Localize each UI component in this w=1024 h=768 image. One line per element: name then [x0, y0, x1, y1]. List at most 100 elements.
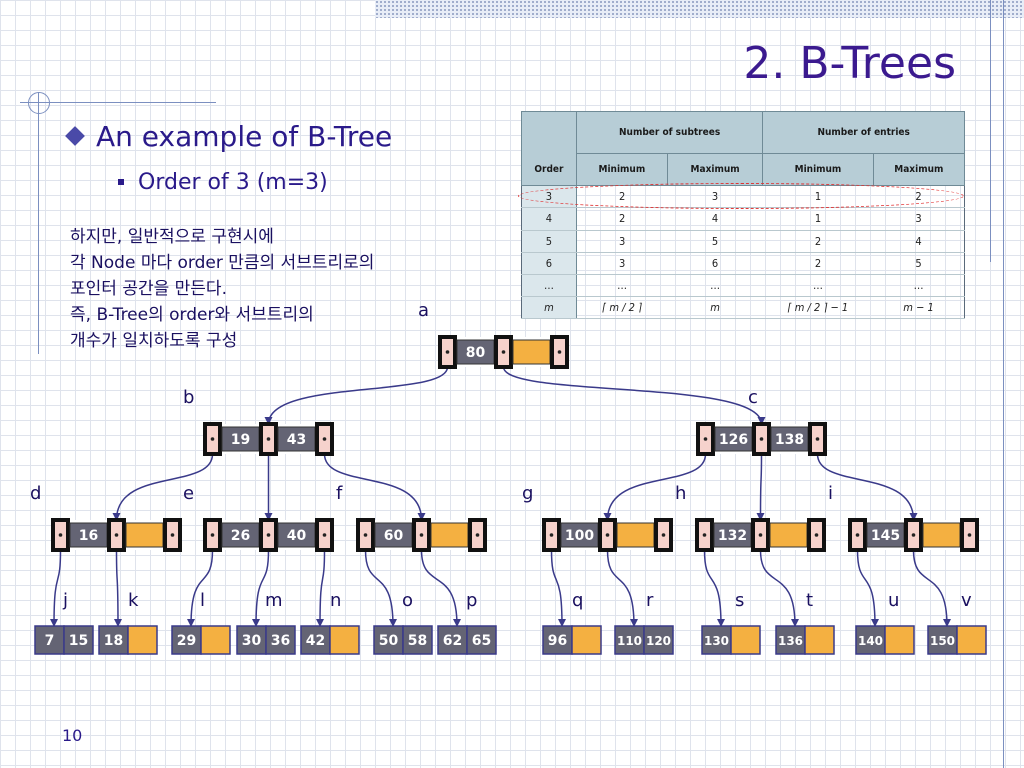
leaf-l: 29 l	[171, 590, 231, 655]
tree-edge	[759, 549, 799, 627]
note-line: 개수가 일치하도록 구성	[70, 331, 238, 351]
table-cell: 2	[762, 252, 874, 275]
leaf-empty-cell	[571, 625, 602, 655]
leaf-empty-cell	[956, 625, 987, 655]
key-label: 80	[466, 345, 486, 361]
leaf-key-label: 29	[177, 633, 196, 649]
pointer-dot	[475, 533, 480, 537]
leaf-letter: s	[735, 590, 744, 611]
leaf-letter: j	[62, 590, 68, 611]
table-cell: 6	[521, 252, 577, 275]
pointer-dot	[702, 533, 707, 537]
pointer-dot	[703, 437, 708, 441]
leaf-key-label: 150	[930, 634, 955, 648]
korean-note: 하지만, 일반적으로 구현시에 각 Node 마다 order 만큼의 서브트리…	[70, 224, 374, 354]
table-cell: 2	[576, 207, 668, 231]
table-row: ……………	[521, 274, 965, 297]
key-label: 138	[775, 432, 804, 448]
key-cell	[560, 522, 599, 548]
tree-edge	[502, 366, 766, 425]
pointer-dot	[814, 533, 819, 537]
pointer-dot	[501, 350, 506, 354]
square-bullet-icon	[118, 179, 124, 185]
key-cell	[277, 426, 316, 452]
tree-edge	[264, 366, 449, 425]
leaf-key-label: 65	[472, 633, 491, 649]
node-letter: f	[336, 483, 343, 504]
pointer-dot	[967, 533, 972, 537]
tree-edge	[816, 453, 918, 521]
tree-edge	[550, 549, 566, 627]
leaf-key-cell	[701, 625, 732, 655]
key-cell	[456, 339, 495, 365]
leaf-letter: t	[806, 590, 813, 611]
bullet-level-2: Order of 3 (m=3)	[118, 170, 328, 195]
table-cell: 4	[873, 230, 965, 253]
empty-key-cell	[512, 339, 551, 365]
page-number: 10	[62, 726, 83, 745]
left-horizontal-line	[20, 102, 216, 103]
table-cell: 3	[576, 230, 668, 253]
pointer-dot	[363, 533, 368, 537]
key-label: 19	[231, 432, 250, 448]
bullet-2-text: Order of 3 (m=3)	[138, 170, 328, 195]
table-cell: …	[873, 274, 965, 297]
pointer-dot	[170, 533, 175, 537]
order-table: Order Number of subtrees Number of entri…	[521, 110, 966, 320]
table-cell: …	[521, 274, 577, 297]
leaf-empty-cell	[127, 625, 158, 655]
pointer-dot	[266, 533, 271, 537]
leaf-key-cell	[171, 625, 202, 655]
table-cell: 3	[873, 207, 965, 231]
tree-edge	[420, 549, 461, 627]
leaf-q: 96q	[542, 590, 602, 655]
slide-title: 2. B-Trees	[743, 38, 956, 89]
pointer-dot	[605, 533, 610, 537]
leaf-empty-cell	[730, 625, 761, 655]
leaf-empty-cell	[884, 625, 915, 655]
leaf-key-cell	[927, 625, 958, 655]
pointer-dot	[266, 437, 271, 441]
pointer-dot	[911, 533, 916, 537]
pointer-dot	[661, 533, 666, 537]
node-f: 60 f	[336, 483, 487, 552]
node-a: 80a	[418, 300, 569, 369]
table-cell: 4	[521, 207, 577, 231]
empty-key-cell	[922, 522, 961, 548]
pointer-dot	[549, 533, 554, 537]
leaf-key-cell	[63, 625, 94, 655]
table-cell: 1	[762, 207, 874, 231]
node-d: 16d	[30, 483, 182, 552]
leaf-k: 18k	[98, 590, 158, 655]
note-line: 하지만, 일반적으로 구현시에	[70, 227, 274, 247]
tree-edge	[187, 549, 214, 627]
pointer-dot	[419, 533, 424, 537]
table-cell: 5	[873, 252, 965, 275]
pointer-dot	[855, 533, 860, 537]
pointer-dot	[557, 350, 562, 354]
leaf-key-label: 136	[778, 634, 803, 648]
bullet-1-text: An example of B-Tree	[96, 120, 393, 153]
pointer-dot	[210, 533, 215, 537]
leaf-key-label: 110	[617, 634, 642, 648]
empty-key-cell	[769, 522, 808, 548]
right-vertical-line-2	[990, 0, 991, 262]
leaf-letter: l	[200, 590, 205, 611]
tree-edge	[316, 549, 326, 627]
pointer-dot	[759, 437, 764, 441]
leaf-t: 136 t	[775, 590, 835, 655]
table-cell: 4	[667, 207, 763, 231]
key-cell	[770, 426, 809, 452]
node-letter: e	[183, 483, 194, 504]
pointer-dot	[815, 437, 820, 441]
key-label: 60	[384, 528, 404, 544]
node-letter: c	[748, 387, 758, 408]
leaf-key-cell	[402, 625, 433, 655]
